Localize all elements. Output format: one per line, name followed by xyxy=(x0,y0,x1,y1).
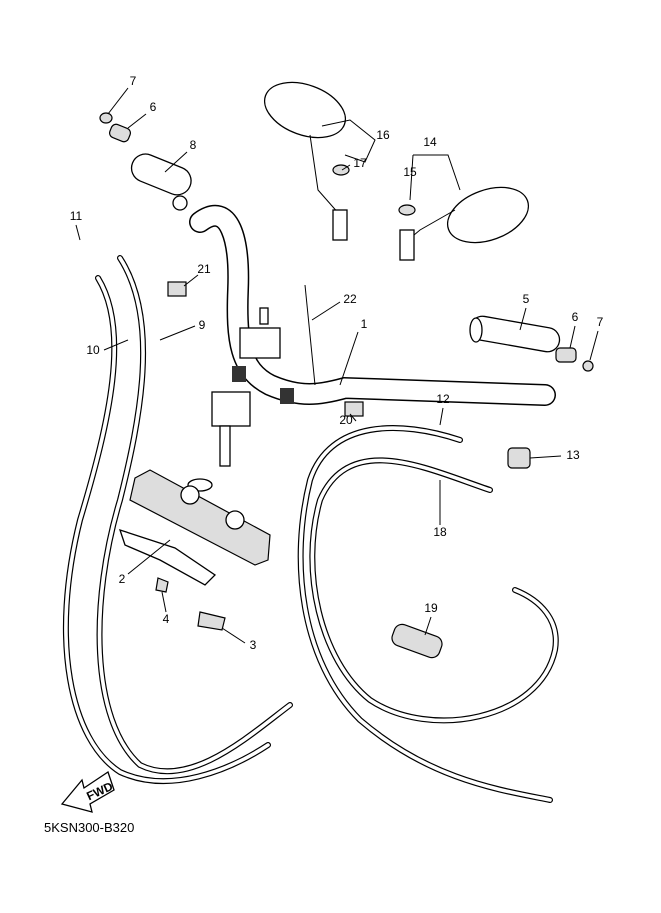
left-grip[interactable] xyxy=(127,150,195,211)
callout-11: 11 xyxy=(70,209,83,223)
callout-19: 19 xyxy=(424,601,438,615)
callout-10: 10 xyxy=(86,343,100,357)
callout-6: 6 xyxy=(150,100,157,114)
callout-6b: 6 xyxy=(572,310,579,324)
right-grip[interactable] xyxy=(469,314,594,372)
callout-15: 15 xyxy=(403,165,417,179)
nut-4[interactable] xyxy=(155,577,169,593)
clutch-and-choke-cables[interactable] xyxy=(297,425,559,803)
callout-16: 16 xyxy=(376,128,390,142)
leader-lines xyxy=(75,87,599,644)
callout-3: 3 xyxy=(250,638,257,652)
cable-holder-20[interactable] xyxy=(344,401,364,417)
callout-17: 17 xyxy=(353,156,367,170)
callout-1: 1 xyxy=(361,317,368,331)
throttle-cables[interactable] xyxy=(62,255,293,784)
clamp-3[interactable] xyxy=(197,611,226,631)
handlebar[interactable] xyxy=(189,204,556,406)
callout-21: 21 xyxy=(197,262,211,276)
callout-7b: 7 xyxy=(597,315,604,329)
callout-14: 14 xyxy=(423,135,437,149)
callout-13: 13 xyxy=(566,448,580,462)
mirror-left[interactable] xyxy=(257,72,353,241)
callout-8: 8 xyxy=(190,138,197,152)
callout-22: 22 xyxy=(343,292,357,306)
cable-holder-19[interactable] xyxy=(390,622,445,660)
cable-guide-2[interactable] xyxy=(118,528,217,586)
handlebar-holder[interactable] xyxy=(187,307,281,492)
diagram-code: 5KSN300-B320 xyxy=(44,820,135,835)
callout-4: 4 xyxy=(163,612,170,626)
callout-7: 7 xyxy=(130,74,137,88)
choke-knob-13[interactable] xyxy=(507,447,531,469)
fwd-arrow: FWD xyxy=(60,770,115,813)
callout-labels: 7 6 8 16 17 14 15 11 21 22 1 5 6 7 9 10 … xyxy=(70,74,604,652)
cable-holder-21[interactable] xyxy=(167,281,187,297)
grip-end-left[interactable] xyxy=(99,112,132,143)
callout-18: 18 xyxy=(433,525,447,539)
callout-12: 12 xyxy=(436,392,450,406)
cable-tie[interactable] xyxy=(304,284,316,386)
callout-2: 2 xyxy=(119,572,126,586)
upper-bracket[interactable] xyxy=(129,469,271,566)
callout-9: 9 xyxy=(199,318,206,332)
callout-5: 5 xyxy=(523,292,530,306)
mirror-right[interactable] xyxy=(398,177,536,261)
svg-text:FWD: FWD xyxy=(84,779,115,803)
callout-20: 20 xyxy=(339,413,353,427)
